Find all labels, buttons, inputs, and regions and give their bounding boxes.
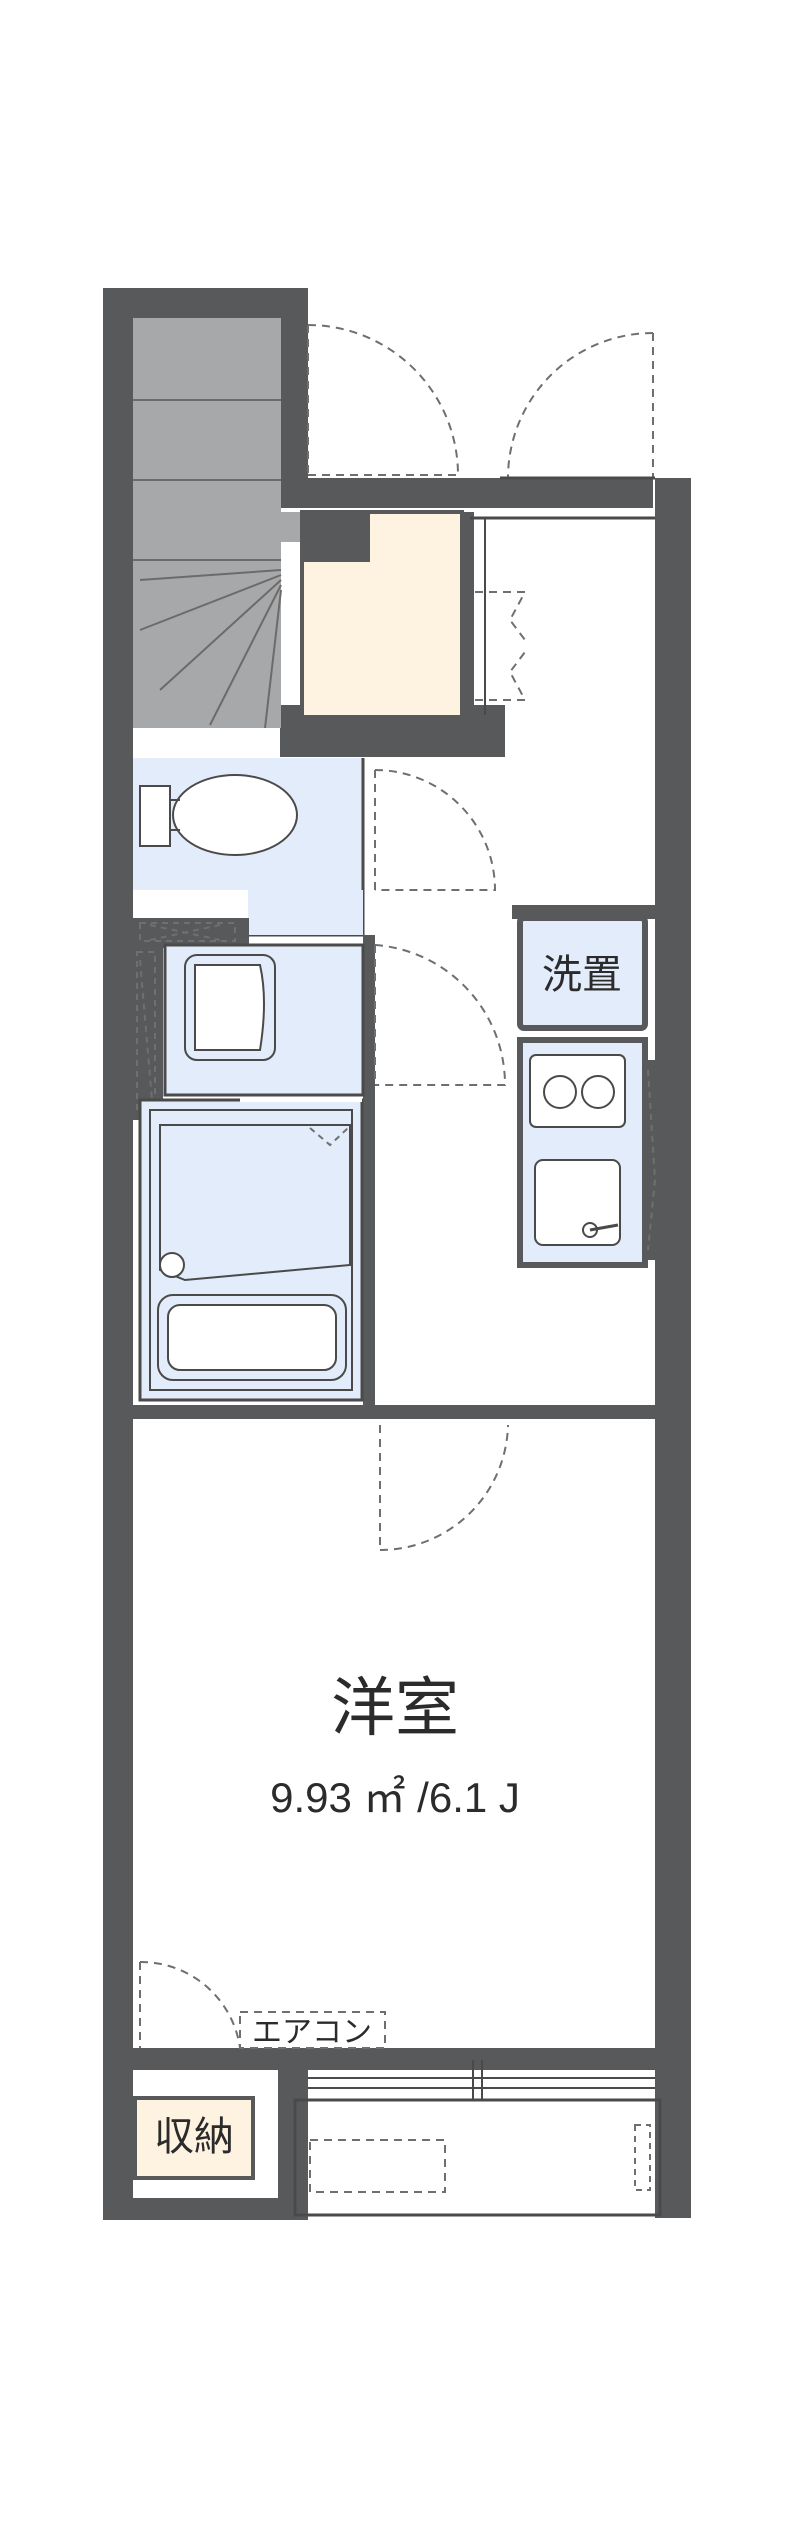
toilet-room (133, 758, 365, 937)
storage-door (139, 1960, 241, 2049)
stove-burner-icon (581, 1075, 615, 1109)
kitchen-sink (534, 1159, 621, 1246)
balcony (293, 2060, 662, 2217)
toilet-door (374, 769, 497, 891)
closet-upper (300, 510, 474, 719)
western-room-label: 洋室 (331, 1672, 459, 1744)
closet-folding-doors (475, 591, 527, 701)
air-conditioner-label: エアコン (252, 2016, 372, 2049)
toilet-bowl (172, 774, 298, 856)
stove-burner-icon (543, 1075, 577, 1109)
western-room-area: 9.93 ㎡ /6.1 J (270, 1774, 520, 1821)
air-conditioner: エアコン (239, 2011, 386, 2049)
washroom (163, 943, 365, 1097)
room-door (379, 1424, 509, 1551)
stairwell (133, 318, 341, 729)
storage: 収納 (133, 2096, 255, 2180)
kitchen (517, 1037, 661, 1268)
washroom-door (374, 944, 507, 1086)
western-room: 洋室 9.93 ㎡ /6.1 J (135, 1419, 655, 2048)
washer-space: 洗置 (512, 905, 655, 1031)
washer-space-label: 洗置 (542, 953, 622, 997)
shower-drain-icon (159, 1252, 185, 1278)
exterior-walls (103, 288, 691, 2220)
bathroom (138, 1098, 364, 1402)
entrance-doors (307, 324, 654, 479)
storage-label: 収納 (154, 2115, 234, 2159)
